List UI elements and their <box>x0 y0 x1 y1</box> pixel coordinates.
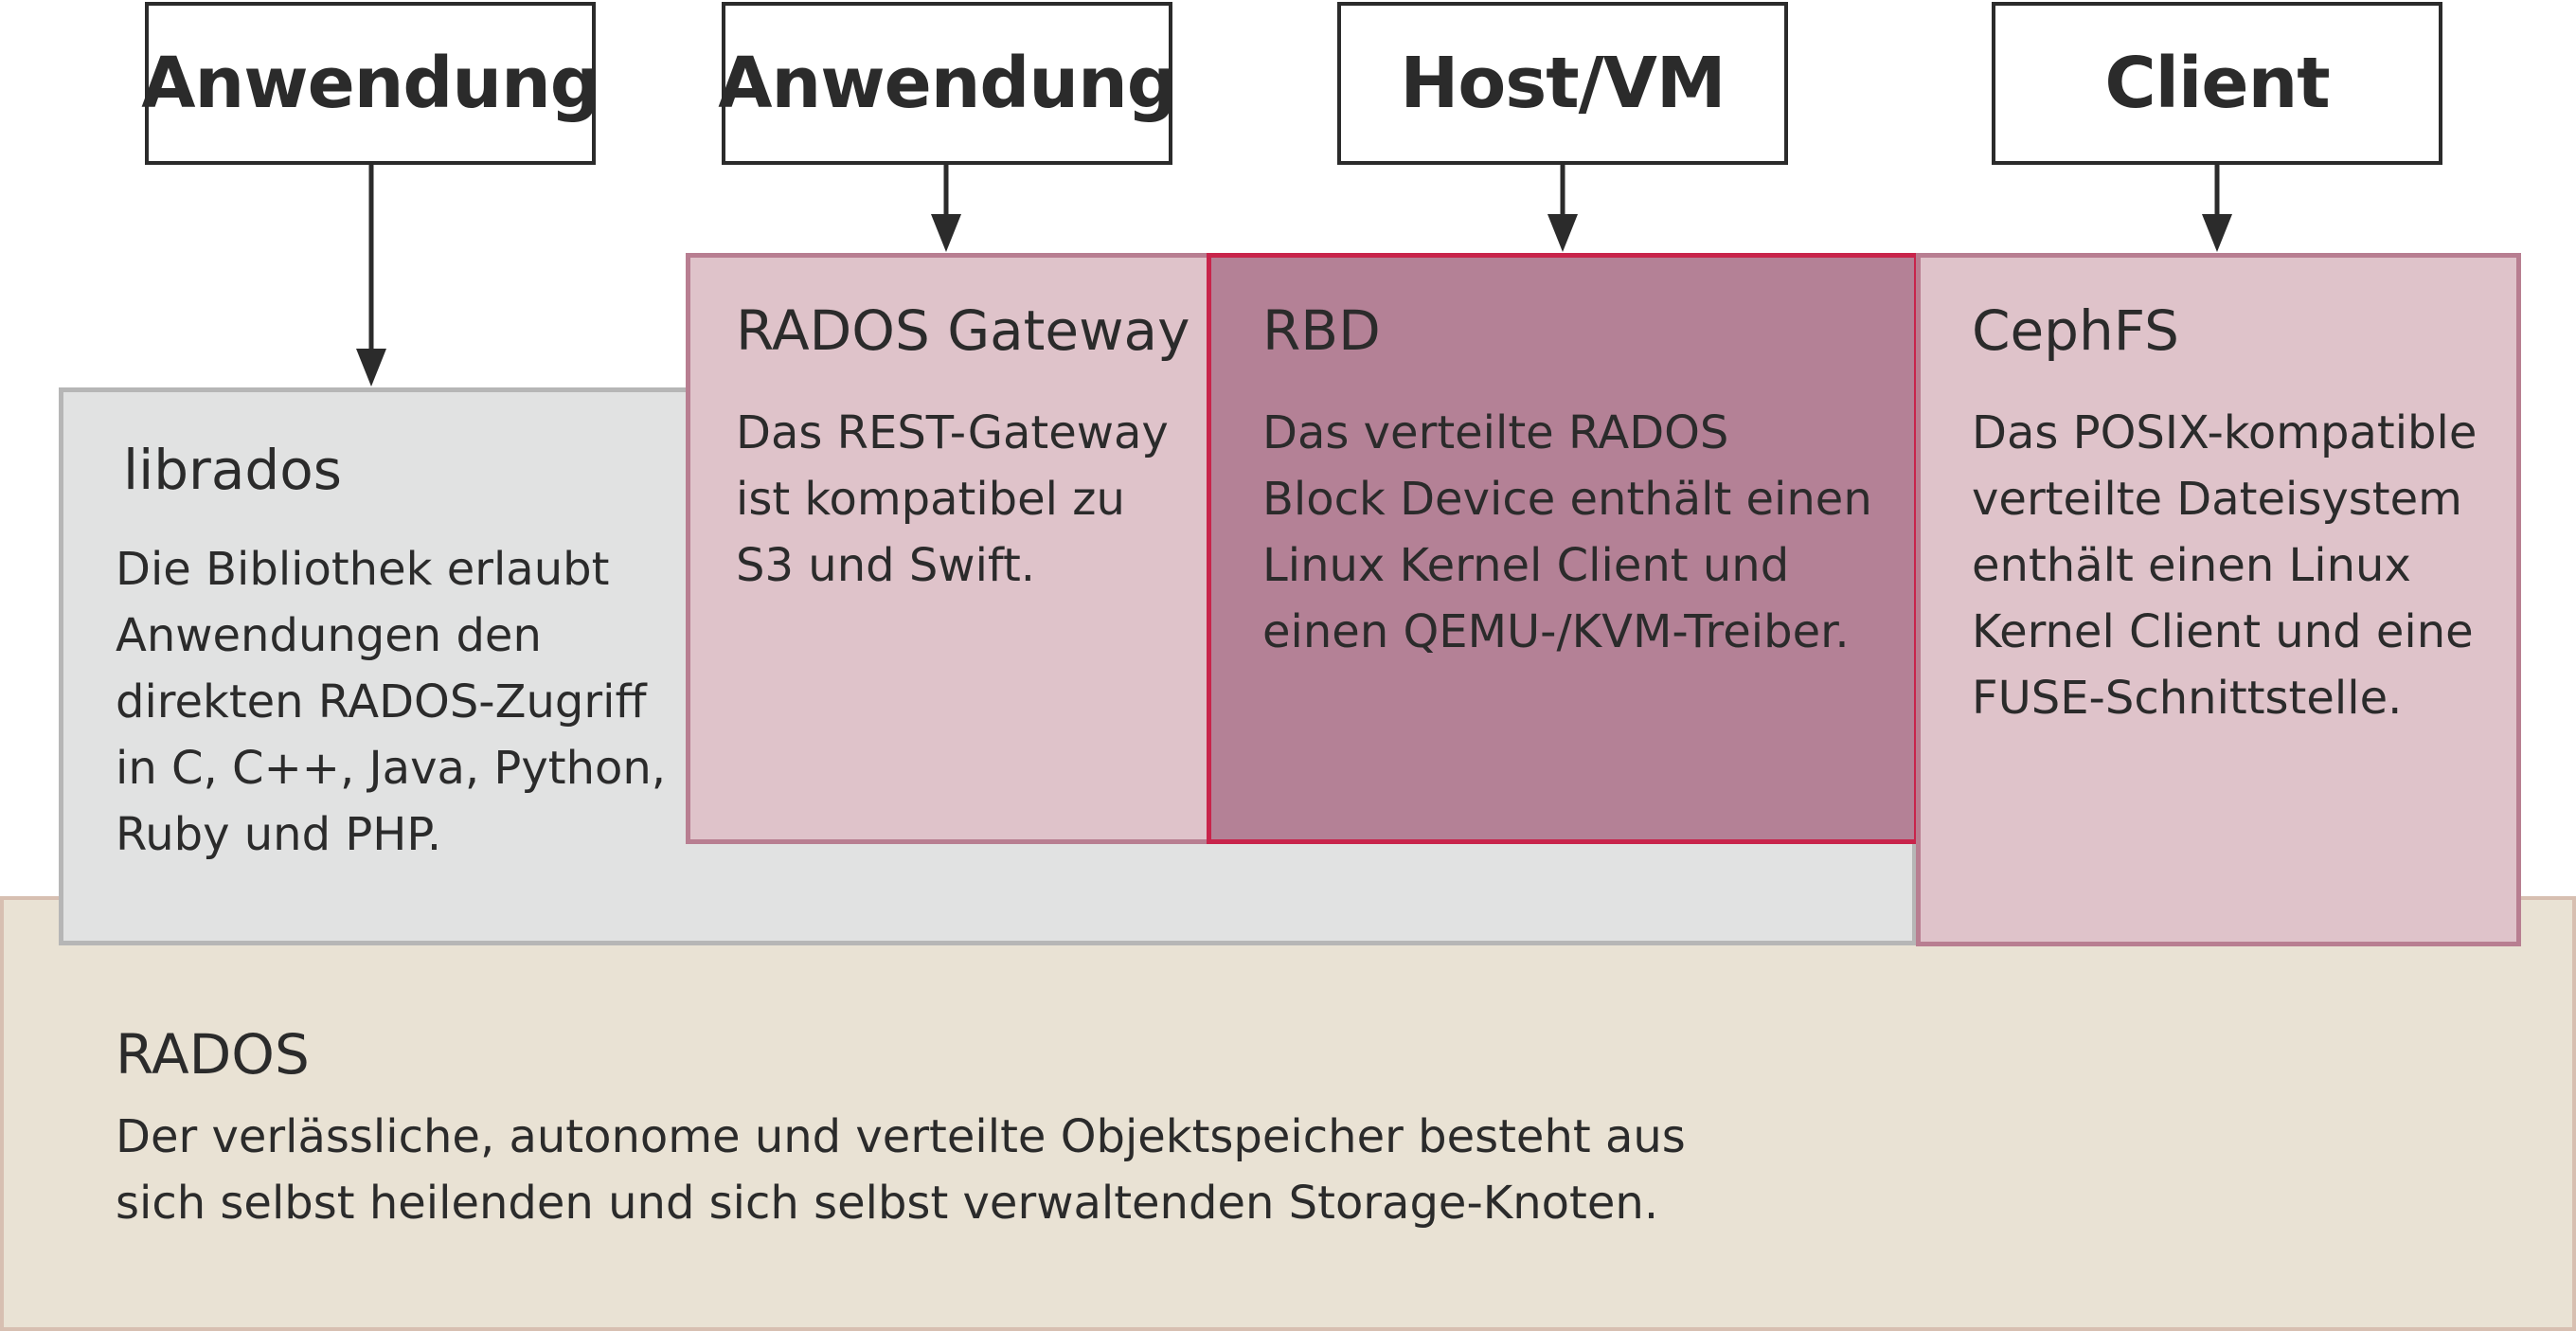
rados-gateway-desc-line: ist kompatibel zu <box>736 473 1125 526</box>
cephfs-desc-line: Das POSIX-kompatible <box>1972 406 2478 459</box>
rados-gateway-desc-line: Das REST-Gateway <box>736 406 1169 459</box>
cephfs-description: Das POSIX-kompatible verteilte Dateisyst… <box>1972 400 2477 731</box>
client-box-anwendung-1: Anwendung <box>141 2 600 165</box>
rados-gateway-desc-line: S3 und Swift. <box>736 539 1036 592</box>
librados-desc-line: Anwendungen den <box>116 609 542 662</box>
cephfs-desc-line: FUSE-Schnittstelle. <box>1972 672 2403 725</box>
rados-gateway-title: RADOS Gateway <box>736 298 1190 363</box>
arrow-head-rbd <box>1547 214 1578 252</box>
cephfs-desc-line: enthält einen Linux <box>1972 539 2411 592</box>
cephfs-desc-line: verteilte Dateisystem <box>1972 473 2462 526</box>
librados-desc-line: Die Bibliothek erlaubt <box>116 543 610 596</box>
client-box-host-vm: Host/VM <box>1337 2 1788 165</box>
rados-gateway-box: RADOS Gateway Das REST-Gateway ist kompa… <box>686 253 1212 844</box>
cephfs-box: CephFS Das POSIX-kompatible verteilte Da… <box>1916 253 2521 946</box>
librados-desc-line: in C, C++, Java, Python, <box>116 742 667 795</box>
arrow-head-librados <box>356 349 386 387</box>
librados-desc-line: direkten RADOS-Zugriff <box>116 675 647 728</box>
cephfs-desc-line: Kernel Client und eine <box>1972 605 2474 658</box>
rados-layer: RADOS Der verlässliche, autonome und ver… <box>0 896 2576 1331</box>
rbd-desc-line: Linux Kernel Client und <box>1262 539 1790 592</box>
librados-title: librados <box>123 438 342 502</box>
cephfs-title: CephFS <box>1972 298 2179 363</box>
rbd-desc-line: Das verteilte RADOS <box>1262 406 1729 459</box>
rbd-description: Das verteilte RADOS Block Device enthält… <box>1262 400 1872 665</box>
rados-gateway-description: Das REST-Gateway ist kompatibel zu S3 un… <box>736 400 1169 599</box>
rbd-desc-line: einen QEMU-/KVM-Treiber. <box>1262 605 1850 658</box>
rados-desc-line: sich selbst heilenden und sich selbst ve… <box>116 1177 1659 1230</box>
librados-desc-line: Ruby und PHP. <box>116 808 442 861</box>
rados-description: Der verlässliche, autonome und verteilte… <box>116 1104 1686 1236</box>
rbd-desc-line: Block Device enthält einen <box>1262 473 1872 526</box>
rbd-title: RBD <box>1262 298 1381 363</box>
client-box-client: Client <box>1992 2 2442 165</box>
rados-title: RADOS <box>116 1022 310 1087</box>
librados-description: Die Bibliothek erlaubt Anwendungen den d… <box>116 536 666 868</box>
arrow-head-cephfs <box>2202 214 2232 252</box>
arrow-head-radosgw <box>931 214 961 252</box>
rados-desc-line: Der verlässliche, autonome und verteilte… <box>116 1110 1686 1163</box>
rbd-box: RBD Das verteilte RADOS Block Device ent… <box>1207 253 1919 844</box>
client-box-anwendung-2: Anwendung <box>718 2 1177 165</box>
